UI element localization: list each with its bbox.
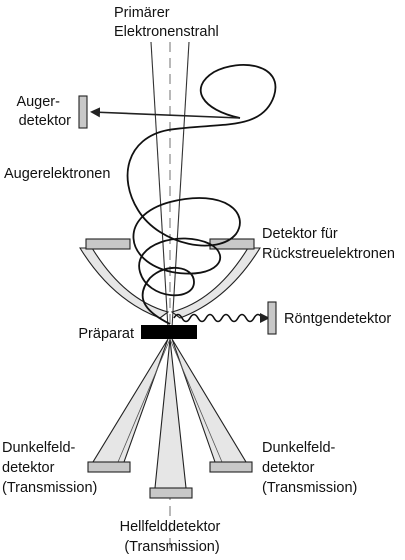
- darkfield-cone-right: [171, 338, 247, 463]
- specimen: [141, 325, 197, 339]
- brightfield-detector: [149, 487, 193, 499]
- auger-detector: [78, 95, 88, 129]
- darkfield-detector-right: [209, 461, 253, 473]
- backscatter-detector-right: [170, 247, 261, 319]
- backscatter-detector-left: [79, 247, 170, 319]
- label-backscatter-detector: Detektor für Rückstreuelektronen: [262, 226, 395, 262]
- label-auger-detector: Auger- detektor: [16, 94, 71, 129]
- beam-edge-right: [171, 41, 190, 329]
- darkfield-ray-right: [169, 338, 223, 463]
- backscatter-detector-left-plate: [85, 238, 131, 250]
- label-brightfield: Hellfelddetektor (Transmission): [120, 519, 225, 555]
- label-xray-detector: Röntgendetektor: [284, 311, 391, 327]
- auger-electron-spiral: [126, 64, 277, 325]
- auger-arrow: [90, 107, 241, 119]
- label-darkfield-left: Dunkelfeld- detektor (Transmission): [2, 440, 97, 496]
- beam-edge-left: [150, 41, 169, 329]
- label-specimen: Präparat: [78, 326, 134, 342]
- xray-wave: [173, 313, 263, 323]
- darkfield-cone-left: [92, 338, 169, 463]
- label-darkfield-right: Dunkelfeld- detektor (Transmission): [262, 440, 357, 496]
- label-auger-electrons: Augerelektronen: [4, 166, 110, 182]
- darkfield-detector-left: [87, 461, 131, 473]
- label-beam: Primärer Elektronenstrahl: [114, 5, 219, 40]
- xray-detector: [267, 301, 277, 335]
- darkfield-ray-left: [117, 338, 171, 463]
